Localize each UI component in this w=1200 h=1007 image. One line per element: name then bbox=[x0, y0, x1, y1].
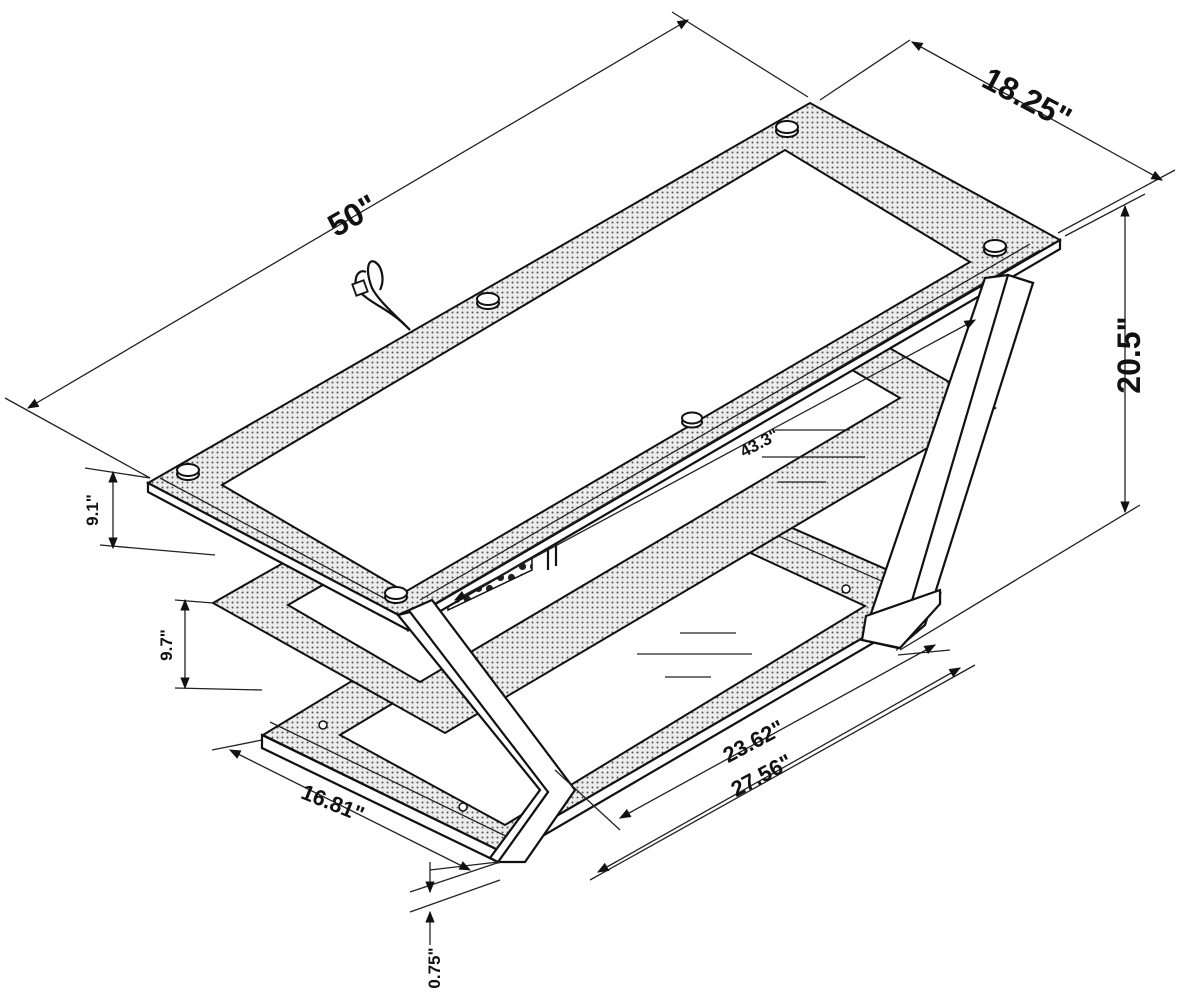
dimension-lines bbox=[4, 11, 1176, 945]
glass-thickness-label: 0.75" bbox=[425, 947, 444, 988]
width-label: 50" bbox=[322, 187, 384, 244]
height-label: 20.5" bbox=[1111, 316, 1147, 393]
cable-tie bbox=[351, 260, 411, 331]
middle-shelf-gap-label: 9.7" bbox=[157, 629, 176, 661]
top-shelf-gap-label: 9.1" bbox=[83, 494, 102, 526]
depth-label: 18.25" bbox=[977, 60, 1078, 137]
